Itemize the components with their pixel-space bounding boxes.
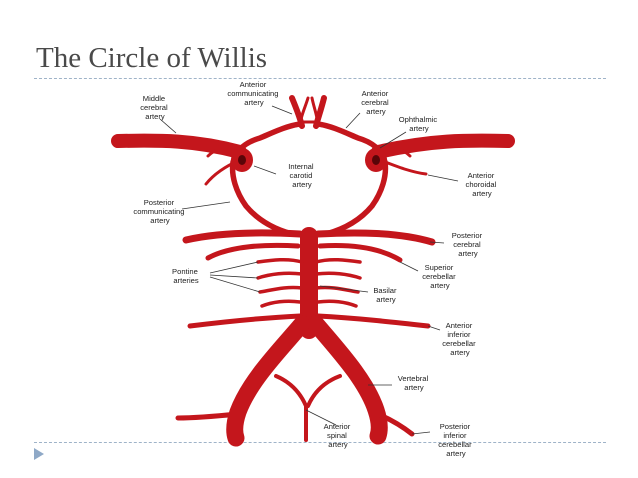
label-middle-cerebral: Middle cerebral artery bbox=[140, 94, 170, 121]
title-divider bbox=[34, 78, 606, 79]
leader-lines bbox=[159, 105, 459, 435]
label-anterior-spinal: Anterior spinal artery bbox=[324, 422, 353, 449]
superior-cerebellar-right bbox=[317, 243, 403, 263]
label-basilar: Basilar artery bbox=[373, 286, 398, 304]
posterior-inferior-cerebellar-left bbox=[175, 411, 241, 421]
label-anterior-choroidal: Anterior choroidal artery bbox=[466, 171, 499, 198]
label-ophthalmic: Ophthalmic artery bbox=[399, 115, 440, 133]
vertebral-left bbox=[226, 315, 311, 447]
artery-illustration bbox=[111, 95, 515, 447]
label-anterior-inferior-cerebellar: Anterior inferior cerebellar artery bbox=[442, 321, 477, 357]
middle-cerebral-left bbox=[111, 133, 247, 159]
anterior-spinal-artery bbox=[274, 374, 308, 442]
label-posterior-communicating: Posterior communicating artery bbox=[133, 198, 186, 225]
labels: Anterior communicating artery Middle cer… bbox=[133, 80, 499, 458]
posterior-cerebral-right bbox=[314, 229, 436, 246]
label-anterior-communicating: Anterior communicating artery bbox=[227, 80, 280, 107]
pontine-branch bbox=[256, 257, 304, 264]
superior-cerebellar-left bbox=[205, 242, 301, 261]
triangle-right-icon[interactable] bbox=[34, 448, 44, 460]
circle-right-arc bbox=[315, 121, 389, 237]
posterior-inferior-cerebellar-right bbox=[375, 411, 415, 437]
label-pontine: Pontine arteries bbox=[172, 267, 200, 285]
slide-title: The Circle of Willis bbox=[36, 42, 268, 74]
middle-cerebral-right bbox=[371, 133, 515, 159]
label-vertebral: Vertebral artery bbox=[398, 374, 431, 392]
footer-divider bbox=[34, 442, 606, 443]
anterior-inferior-cerebellar-left bbox=[187, 313, 303, 329]
label-superior-cerebellar: Superior cerebellar artery bbox=[422, 263, 457, 290]
label-internal-carotid: Internal carotid artery bbox=[288, 162, 315, 189]
anterior-inferior-cerebellar-right bbox=[315, 313, 431, 329]
posterior-cerebral-left bbox=[182, 229, 304, 244]
label-anterior-cerebral: Anterior cerebral artery bbox=[361, 89, 391, 116]
label-posterior-inferior-cerebellar: Posterior inferior cerebellar artery bbox=[438, 422, 473, 458]
label-posterior-cerebral: Posterior cerebral artery bbox=[452, 231, 485, 258]
vertebral-right bbox=[307, 315, 388, 445]
